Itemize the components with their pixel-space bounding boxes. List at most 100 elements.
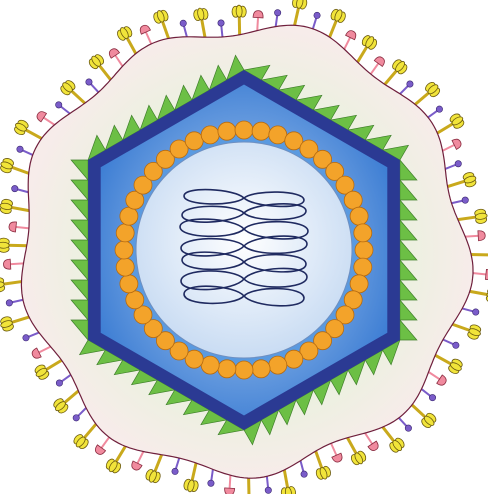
capsomere: [252, 360, 270, 378]
pink-glycoprotein: [3, 259, 25, 269]
glycoprotein-cap: [3, 259, 11, 269]
glycoprotein-head: [93, 445, 105, 457]
glycoprotein-knob: [405, 425, 411, 431]
glycoprotein-stalk: [201, 17, 205, 39]
capsomere: [269, 126, 287, 144]
glycoprotein-head: [315, 465, 332, 481]
pink-glycoprotein: [35, 110, 56, 126]
pink-glycoprotein: [427, 371, 448, 387]
purple-glycoprotein: [398, 416, 412, 431]
glycoprotein-stalk: [384, 69, 398, 86]
yellow-glycoprotein: [382, 425, 407, 454]
pink-glycoprotein: [441, 137, 463, 151]
glycoprotein-head: [0, 238, 9, 252]
glycoprotein-head: [33, 363, 51, 381]
yellow-glycoprotein: [346, 436, 367, 467]
purple-glycoprotein: [12, 185, 31, 192]
yellow-glycoprotein: [451, 323, 483, 340]
glycoprotein-head: [478, 230, 486, 240]
yellow-glycoprotein: [436, 112, 467, 134]
glycoprotein-cap: [9, 221, 17, 232]
yellow-glycoprotein: [446, 171, 478, 188]
glycoprotein-lobe: [0, 242, 9, 248]
capsomere: [120, 275, 138, 293]
glycoprotein-head: [9, 221, 17, 232]
yellow-glycoprotein: [152, 8, 169, 40]
glycoprotein-cap: [332, 453, 344, 463]
glycoprotein-stalk: [456, 217, 478, 220]
purple-glycoprotein: [73, 407, 88, 422]
glycoprotein-head: [447, 357, 464, 375]
glycoprotein-knob: [218, 20, 224, 26]
capsomere: [235, 121, 253, 139]
yellow-glycoprotein: [414, 80, 443, 106]
glycoprotein-stalk: [115, 445, 126, 464]
pink-glycoprotein: [93, 436, 110, 457]
glycoprotein-knob: [473, 309, 479, 315]
glycoprotein-head: [0, 277, 5, 293]
purple-glycoprotein: [312, 12, 320, 30]
glycoprotein-stalk: [410, 404, 426, 419]
yellow-glycoprotein: [0, 198, 31, 214]
glycoprotein-head: [330, 7, 348, 23]
glycoprotein-stalk: [436, 123, 455, 134]
purple-glycoprotein: [208, 467, 214, 486]
yellow-glycoprotein: [384, 57, 410, 86]
capsomere: [252, 122, 270, 140]
glycoprotein-knob: [73, 415, 79, 421]
glycoprotein-head: [183, 479, 199, 494]
glycoprotein-cap: [374, 55, 386, 67]
glycoprotein-head: [0, 315, 14, 332]
capsomere: [126, 291, 144, 309]
glycoprotein-head: [193, 7, 209, 21]
glycoprotein-stalk: [446, 181, 467, 188]
glycoprotein-stalk: [315, 449, 322, 470]
glycoprotein-head: [12, 118, 29, 136]
glycoprotein-stalk: [468, 291, 488, 295]
yellow-glycoprotein: [33, 359, 64, 381]
yellow-glycoprotein: [58, 78, 86, 105]
glycoprotein-head: [144, 468, 162, 484]
glycoprotein-knob: [86, 79, 92, 85]
glycoprotein-knob: [6, 300, 12, 306]
glycoprotein-knob: [180, 20, 186, 26]
capsomere: [350, 207, 368, 225]
glycoprotein-stalk: [63, 390, 80, 404]
glycoprotein-stalk: [433, 354, 452, 365]
glycoprotein-stalk: [24, 129, 43, 140]
glycoprotein-knob: [429, 394, 435, 400]
glycoprotein-knob: [453, 342, 459, 348]
capsomere: [235, 361, 253, 379]
capsomere: [218, 360, 236, 378]
glycoprotein-head: [332, 453, 344, 463]
purple-glycoprotein: [86, 79, 100, 94]
yellow-glycoprotein: [232, 5, 246, 37]
glycoprotein-head: [350, 450, 368, 467]
glycoprotein-head: [138, 24, 150, 34]
yellow-glycoprotein: [144, 453, 162, 485]
purple-glycoprotein: [420, 388, 436, 401]
capsomere: [201, 356, 219, 374]
glycoprotein-knob: [265, 487, 271, 493]
yellow-glycoprotein: [183, 461, 199, 493]
pink-glycoprotein: [30, 346, 52, 360]
glycoprotein-cap: [437, 375, 448, 387]
glycoprotein-head: [361, 33, 379, 51]
pink-glycoprotein: [343, 29, 357, 51]
capsomere: [269, 356, 287, 374]
glycoprotein-knob: [23, 335, 29, 341]
glycoprotein-head: [467, 323, 483, 340]
capsomere: [354, 258, 372, 276]
yellow-glycoprotein: [0, 157, 31, 174]
glycoprotein-stalk: [45, 359, 64, 370]
glycoprotein-stalk: [83, 423, 97, 440]
yellow-glycoprotein: [433, 354, 464, 375]
glycoprotein-cap: [30, 348, 41, 360]
capsomere: [218, 122, 236, 140]
glycoprotein-knob: [455, 161, 461, 167]
yellow-glycoprotein: [71, 423, 97, 452]
yellow-glycoprotein: [315, 449, 332, 481]
glycoprotein-cap: [346, 29, 358, 40]
capsomere: [115, 241, 133, 259]
